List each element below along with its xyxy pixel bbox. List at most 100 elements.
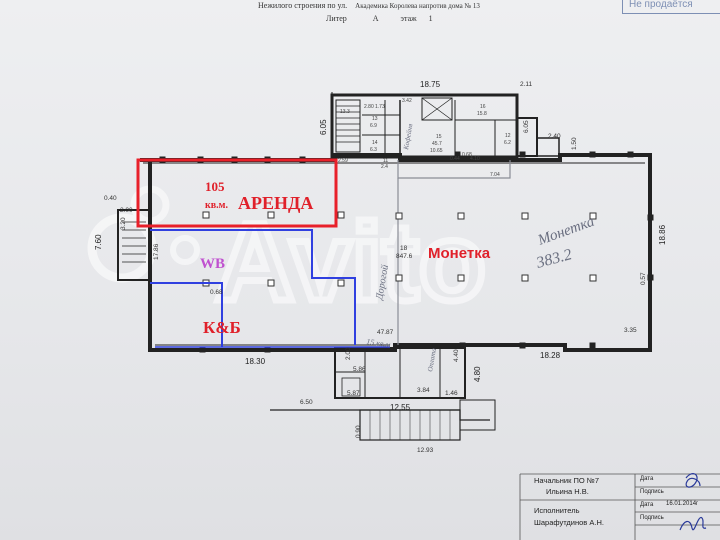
dim-small-gap: 0.68 bbox=[210, 289, 223, 296]
floor-label: этаж bbox=[400, 14, 417, 23]
partition-grey bbox=[397, 160, 511, 179]
dim-corner-b: 3.35 bbox=[624, 327, 637, 334]
dim-inner-e: 0.68 bbox=[462, 152, 472, 158]
litera-value: А bbox=[372, 14, 379, 23]
svg-text:16: 16 bbox=[480, 104, 486, 110]
room-14-area: 6.3 bbox=[370, 147, 377, 153]
svg-text:12: 12 bbox=[505, 133, 511, 139]
svg-text:14: 14 bbox=[372, 140, 378, 146]
hw-small-note: 15 кв.м bbox=[366, 337, 391, 349]
left-entrance bbox=[117, 209, 151, 281]
dim-left-block-h: 0.40 bbox=[104, 195, 117, 202]
dim-lower-mid: 12.55 bbox=[390, 403, 411, 412]
chief-label: Начальник ПО №7 bbox=[534, 476, 600, 485]
room-16-area: 15.8 bbox=[477, 111, 487, 117]
hw-area: 383.2 bbox=[534, 246, 574, 272]
dim-inner-b: 4.10 bbox=[470, 156, 480, 162]
tenant-kb-label: К&Б bbox=[203, 318, 241, 337]
dim-wall-c: 5.87 bbox=[347, 390, 360, 397]
sign-label-2: Подпись bbox=[640, 515, 664, 521]
dim-right-upper: 6.05 bbox=[523, 120, 530, 133]
room-main-number: 18 bbox=[400, 245, 408, 252]
litera-label: Литер bbox=[326, 14, 347, 23]
svg-text:2.80: 2.80 bbox=[364, 104, 374, 110]
header-line-1: Нежилого строения по ул. Академика Корол… bbox=[258, 1, 480, 10]
dim-wall-a: 2.00 bbox=[345, 347, 352, 360]
partition-wb-top bbox=[150, 229, 356, 345]
svg-text:1.73: 1.73 bbox=[375, 104, 385, 110]
svg-text:2.59: 2.59 bbox=[338, 158, 348, 164]
room-11-area: 2.4 bbox=[381, 164, 388, 170]
signature-exec-icon bbox=[679, 517, 707, 531]
date-label-1: Дата bbox=[640, 476, 654, 482]
header-street-label: Нежилого строения по ул. bbox=[258, 1, 348, 10]
dim-stair-w: 3.20 bbox=[120, 217, 127, 230]
dim-left-upper: 6.05 bbox=[319, 119, 328, 135]
dim-top-right: 2.11 bbox=[520, 81, 533, 88]
watermark-dot-3 bbox=[170, 235, 200, 265]
rent-area-outline bbox=[136, 158, 338, 228]
dim-wall-e: 4.40 bbox=[453, 349, 460, 362]
rent-area-number: 105 bbox=[205, 179, 225, 194]
dim-wall-b: 5.86 bbox=[353, 366, 366, 373]
avito-watermark: Avito bbox=[87, 185, 489, 328]
date-label-2: Дата bbox=[640, 502, 654, 508]
dim-inner-left: 17.86 bbox=[153, 243, 160, 260]
date-value: 16.01.2014г bbox=[666, 501, 699, 507]
stair-up bbox=[335, 99, 361, 153]
dim-lower-left: 6.50 bbox=[300, 399, 313, 406]
svg-text:11: 11 bbox=[383, 158, 388, 164]
dim-right-height: 18.86 bbox=[658, 224, 667, 245]
svg-text:13.3: 13.3 bbox=[340, 109, 350, 115]
svg-text:15: 15 bbox=[436, 134, 442, 140]
signature-chief-icon bbox=[685, 473, 701, 488]
chief-name: Ильина Н.В. bbox=[546, 487, 589, 496]
header-line-2: Литер А этаж 1 bbox=[326, 14, 433, 23]
svg-text:13: 13 bbox=[372, 116, 378, 122]
exec-name: Шарафутдинов А.Н. bbox=[534, 518, 604, 527]
exec-label: Исполнитель bbox=[534, 506, 580, 515]
dim-inner-bottom: 47.87 bbox=[377, 329, 394, 336]
sign-label-1: Подпись bbox=[640, 489, 664, 495]
plan-walls bbox=[117, 92, 654, 441]
lower-right-stair bbox=[459, 399, 496, 431]
dim-top-width: 18.75 bbox=[420, 80, 441, 89]
tenant-wb-label: WB bbox=[200, 256, 225, 272]
tenant-monetka-label: Монетка bbox=[428, 245, 491, 262]
dim-inner-f: 3.42 bbox=[402, 98, 412, 104]
elevator bbox=[421, 97, 453, 121]
hw-top-note: Кофейня bbox=[402, 123, 415, 151]
dim-left-height: 7.60 bbox=[94, 234, 103, 250]
dim-wall-f: 1.46 bbox=[445, 390, 458, 397]
header-street-value: Академика Королева напротив дома № 13 bbox=[355, 2, 480, 10]
dim-right-step: 2.40 bbox=[548, 133, 561, 140]
dim-bottom-left: 18.30 bbox=[245, 357, 266, 366]
dim-wall-d: 3.84 bbox=[417, 387, 430, 394]
dim-lower-total: 12.93 bbox=[417, 447, 434, 454]
dim-corner-a: 0.57 bbox=[640, 272, 647, 285]
rent-area-unit: кв.м. bbox=[205, 200, 228, 211]
dim-right-step-h: 1.50 bbox=[571, 137, 578, 150]
floor-value: 1 bbox=[428, 14, 433, 23]
hw-mid-note: Оплата bbox=[426, 347, 438, 372]
columns bbox=[202, 211, 597, 287]
dim-bottom-right: 18.28 bbox=[540, 351, 561, 360]
room-main-area: 847.6 bbox=[396, 253, 413, 260]
dim-inner-a: 10.65 bbox=[430, 148, 443, 154]
dim-inner-d: 0.44 bbox=[450, 156, 460, 162]
title-block: Начальник ПО №7 Ильина Н.В. Исполнитель … bbox=[520, 470, 720, 540]
hw-monetka: Монетка bbox=[535, 214, 597, 249]
dim-lower-step: 0.90 bbox=[355, 425, 362, 438]
left-stair-steps bbox=[122, 221, 146, 263]
watermark-text: Avito bbox=[215, 201, 486, 324]
blue-partitions bbox=[150, 229, 390, 348]
room-15-area: 45.7 bbox=[432, 141, 442, 147]
title-block-grid bbox=[519, 473, 720, 540]
partition-wb-kb bbox=[150, 282, 223, 347]
dim-inner-c: 7.04 bbox=[490, 172, 500, 178]
stair-up-steps bbox=[336, 105, 360, 143]
stamp-text: Не продаётся bbox=[629, 0, 693, 10]
not-for-sale-stamp: Не продаётся bbox=[622, 0, 720, 14]
